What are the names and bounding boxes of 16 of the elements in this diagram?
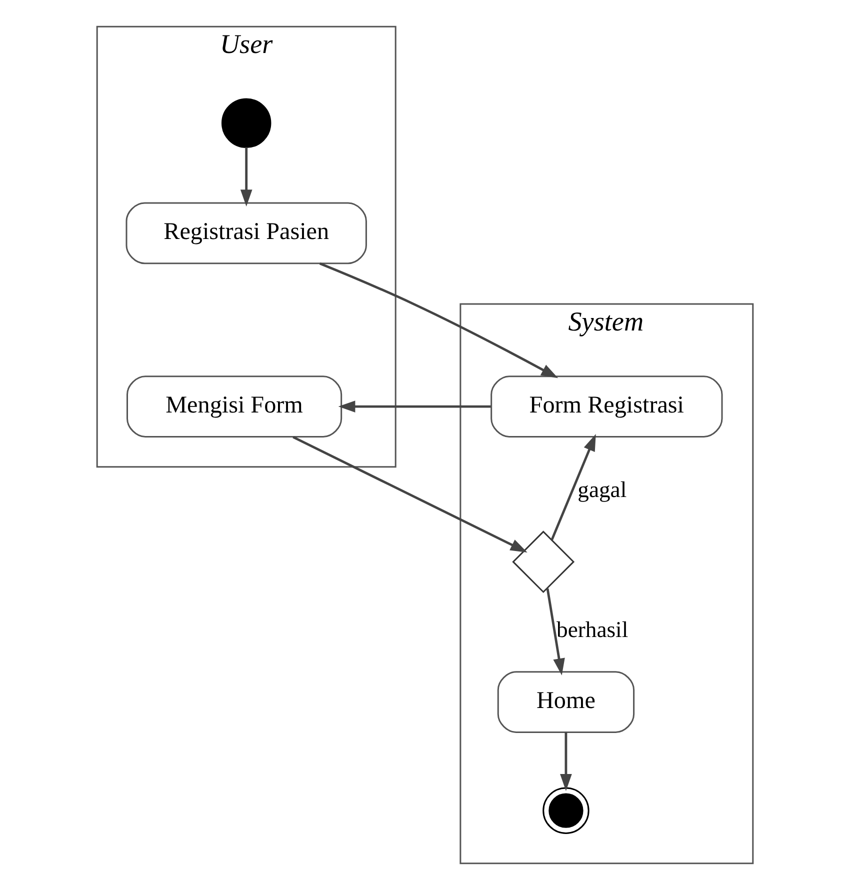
- node-box: Registrasi Pasien: [125, 202, 366, 264]
- node-diamond: [512, 530, 574, 594]
- node-circle: [542, 787, 589, 834]
- edge-label: gagal: [577, 477, 626, 502]
- edge-label: berhasil: [556, 617, 628, 642]
- arrow: [318, 262, 558, 378]
- arrow: [240, 147, 252, 207]
- node-box: Mengisi Form: [126, 376, 342, 438]
- node-box: Form Registrasi: [490, 376, 722, 438]
- arrow: [546, 588, 564, 676]
- node-circle: [220, 98, 271, 148]
- node-box: Home: [496, 671, 634, 733]
- arrow: [560, 732, 572, 791]
- arrow: [550, 434, 596, 540]
- arrow: [338, 400, 490, 412]
- arrow: [292, 436, 527, 552]
